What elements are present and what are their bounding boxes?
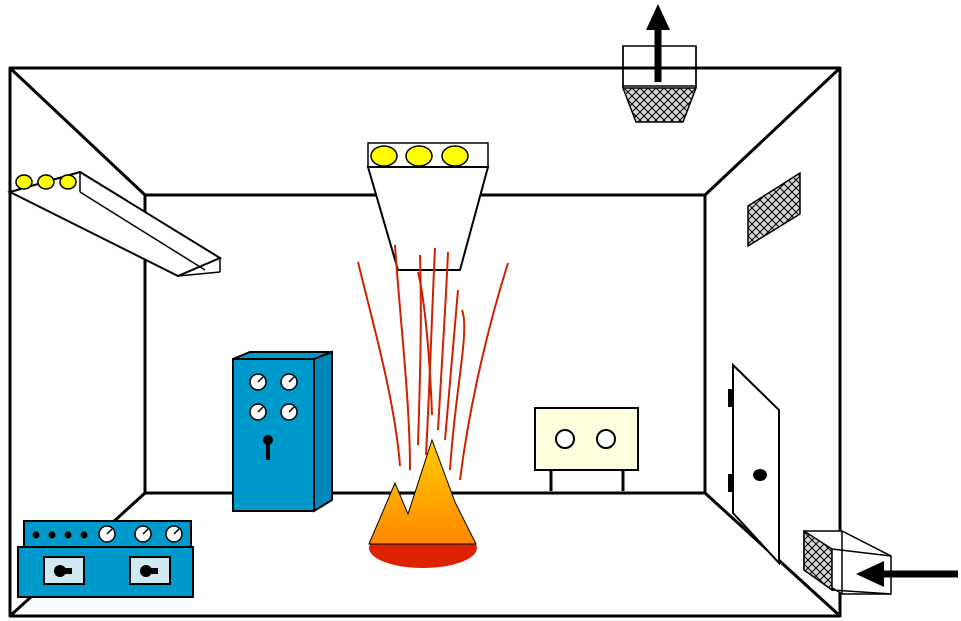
door: [728, 362, 780, 566]
lamp-bulb: [405, 145, 433, 167]
wall-unit: [534, 407, 639, 491]
lamp-bulb: [15, 174, 33, 190]
lamp-bulb: [59, 174, 77, 190]
door-hinge: [728, 474, 733, 492]
fire-icon: [368, 438, 477, 568]
lamp-bulb: [37, 174, 55, 190]
indicator-light: [80, 531, 88, 539]
indicator-light: [64, 531, 72, 539]
control-cabinet: [232, 350, 333, 513]
flame: [368, 438, 477, 545]
wall-light-fixture: [7, 170, 223, 278]
smoke-plume: [357, 244, 509, 481]
indicator-light: [32, 531, 40, 539]
console-dial: [165, 525, 183, 543]
door-knob: [753, 469, 767, 481]
cabinet-dial: [280, 373, 298, 391]
cabinet-dial: [249, 403, 267, 421]
ceiling-exhaust-vent: [621, 45, 698, 123]
wall-vent-grille: [747, 171, 801, 248]
supply-air-inlet: [803, 529, 892, 595]
cabinet-dial: [249, 373, 267, 391]
lamp-bulb: [441, 145, 469, 167]
console-dial: [134, 525, 152, 543]
door-hinge: [728, 389, 733, 407]
ceiling-light-hood: [366, 142, 490, 271]
control-console: [17, 520, 194, 598]
ceiling-edge-right: [703, 66, 842, 197]
lamp-bulb: [370, 145, 398, 167]
exhaust-grille: [621, 87, 698, 123]
arrow-up-icon: [646, 4, 670, 82]
console-socket: [129, 556, 171, 585]
console-socket: [43, 556, 85, 585]
cabinet-dial: [280, 403, 298, 421]
arrow-left-icon: [856, 561, 958, 587]
ceiling-edge-left: [8, 66, 147, 197]
indicator-light: [48, 531, 56, 539]
room-front-frame: [8, 66, 842, 618]
cabinet-switch: [263, 435, 273, 460]
console-dial: [98, 525, 116, 543]
